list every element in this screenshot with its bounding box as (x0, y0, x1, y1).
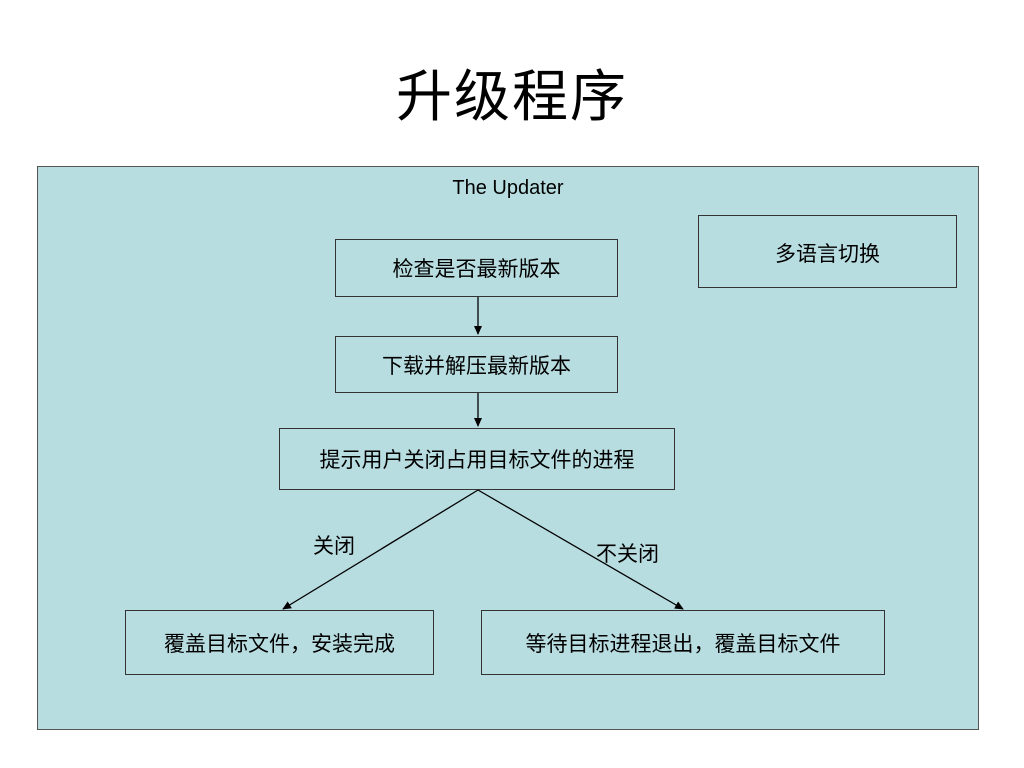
edge-label-close: 关闭 (313, 534, 355, 558)
download-extract-box: 下载并解压最新版本 (335, 336, 618, 393)
prompt-close-process-box: 提示用户关闭占用目标文件的进程 (279, 428, 675, 490)
check-latest-version-box: 检查是否最新版本 (335, 239, 618, 297)
updater-diagram-panel: The Updater 检查是否最新版本 下载并解压最新版本 提示用户关闭占用目… (37, 166, 979, 730)
arrow-prompt-to-overwrite (282, 489, 479, 610)
edge-label-not-close: 不关闭 (596, 542, 659, 566)
overwrite-install-box: 覆盖目标文件，安装完成 (125, 610, 434, 675)
diagram-title: The Updater (452, 177, 564, 199)
language-switch-box: 多语言切换 (698, 215, 957, 288)
arrow-prompt-to-wait (477, 489, 684, 610)
flow-connectors (282, 296, 684, 610)
wait-process-exit-box: 等待目标进程退出，覆盖目标文件 (481, 610, 885, 675)
page-title: 升级程序 (396, 65, 628, 130)
